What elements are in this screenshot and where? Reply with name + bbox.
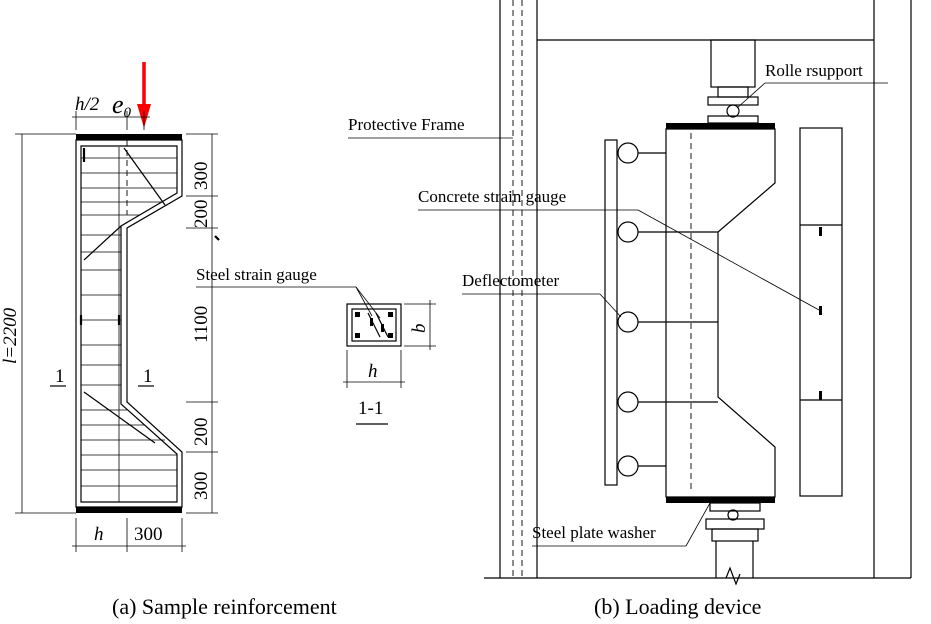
stirrups bbox=[81, 157, 177, 487]
strain-gauge-strip bbox=[799, 127, 843, 497]
specimen-outline bbox=[75, 139, 183, 508]
specimen-body bbox=[665, 128, 776, 498]
top-loading-plate bbox=[666, 123, 775, 129]
panel-a-specimen: h/2 e0 l=2200 300 200 1100 200 300 h 300… bbox=[0, 62, 337, 619]
dim-top-taper: 200 bbox=[191, 200, 212, 229]
dim-top-segment: 300 bbox=[191, 162, 212, 191]
section-dim-h: h bbox=[368, 361, 378, 382]
label-roller-support: Rolle rsupport bbox=[765, 61, 863, 80]
section-mark-left: 1 bbox=[55, 366, 65, 387]
section-mark-right: 1 bbox=[143, 366, 153, 387]
deflectometer-frame bbox=[604, 139, 618, 486]
section-title: 1-1 bbox=[358, 398, 383, 419]
steel-plate-washer-shape bbox=[666, 497, 775, 503]
section-1-1: Steel strain gauge b h 1-1 bbox=[196, 265, 436, 425]
section-outline bbox=[346, 303, 402, 347]
caption-b: (b) Loading device bbox=[594, 594, 761, 619]
panel-b-loading-device: Rolle rsupport Protective Frame Concrete… bbox=[348, 0, 912, 619]
reinforcement-cage bbox=[80, 145, 178, 503]
caption-a: (a) Sample reinforcement bbox=[112, 594, 337, 619]
section-cage bbox=[351, 308, 397, 342]
bottom-plate bbox=[76, 507, 182, 513]
deflectometers bbox=[617, 142, 718, 477]
roller bbox=[726, 104, 740, 118]
label-deflectometer: Deflectometer bbox=[462, 271, 560, 290]
diagonal-bar bbox=[83, 391, 156, 444]
dim-bottom-taper: 200 bbox=[191, 418, 212, 447]
label-concrete-strain-gauge: Concrete strain gauge bbox=[418, 187, 566, 206]
dim-eccentricity: e0 bbox=[112, 90, 132, 121]
steel-strain-gauge-label: Steel strain gauge bbox=[196, 265, 317, 284]
top-plate bbox=[76, 134, 182, 140]
diagonal-bar bbox=[123, 147, 166, 206]
dim-half-h: h/2 bbox=[75, 94, 100, 115]
dim-length: l=2200 bbox=[0, 307, 21, 364]
diagonal-bar bbox=[83, 225, 122, 261]
dim-middle: 1100 bbox=[191, 306, 212, 343]
dim-width-h: h bbox=[94, 524, 104, 545]
top-jack bbox=[710, 39, 756, 88]
label-steel-plate-washer: Steel plate washer bbox=[532, 523, 656, 542]
dim-bottom-segment: 300 bbox=[191, 472, 212, 501]
label-protective-frame: Protective Frame bbox=[348, 115, 465, 134]
dim-width-300: 300 bbox=[134, 524, 163, 545]
section-dim-b: b bbox=[409, 324, 430, 334]
